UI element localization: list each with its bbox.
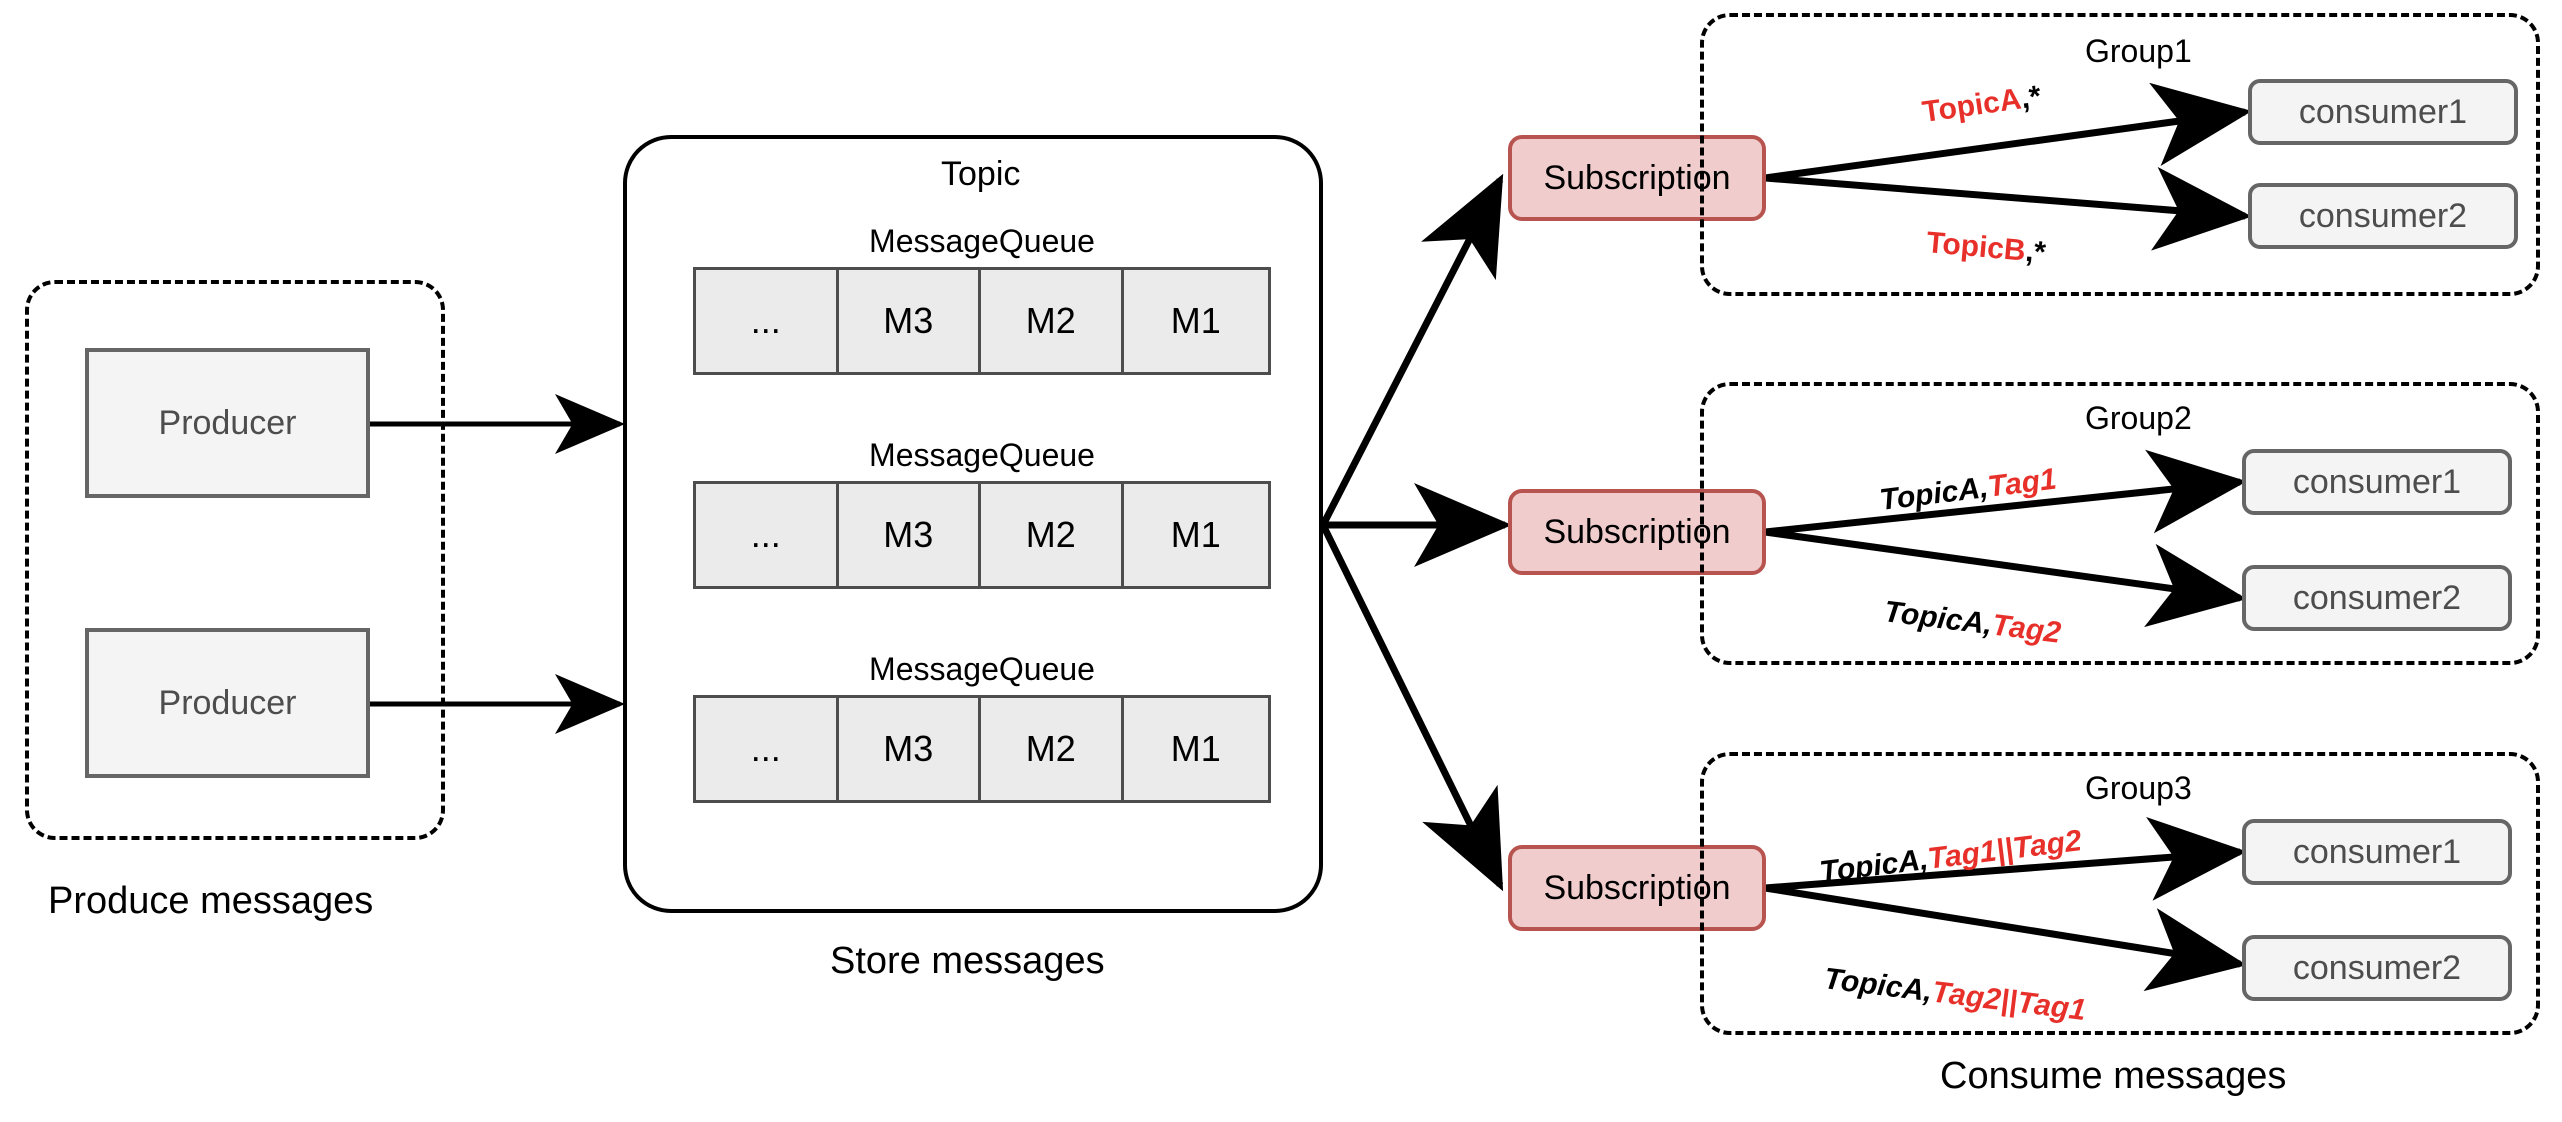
message-cell: M2 [981, 484, 1124, 586]
group-title-1: Group1 [2085, 33, 2192, 69]
consumer-label: consumer2 [2292, 578, 2462, 617]
consumer-group-2 [1700, 382, 2540, 665]
edge-label-suffix: Tag2 [1990, 608, 2063, 650]
produce-messages-group [25, 280, 445, 840]
producer-box-2[interactable]: Producer [85, 628, 370, 778]
consumer-label: consumer1 [2292, 832, 2462, 871]
consumer-label: consumer2 [2292, 948, 2462, 987]
message-cell: M3 [839, 270, 982, 372]
message-cell: M2 [981, 698, 1124, 800]
message-queue-2: MessageQueue ... M3 M2 M1 [693, 437, 1271, 589]
producer-label: Producer [158, 683, 297, 722]
message-queue-cells: ... M3 M2 M1 [693, 695, 1271, 803]
edge-topic-to-subscription3 [1319, 523, 1504, 892]
message-cell: M1 [1170, 728, 1221, 769]
subscription-box-group1[interactable]: Subscription [1508, 135, 1766, 221]
edge-label-suffix: Tag1 [1985, 462, 2059, 504]
message-cell: ... [696, 484, 839, 586]
subscription-label: Subscription [1543, 512, 1731, 551]
consumer-box-group2-2[interactable]: consumer2 [2242, 565, 2512, 631]
consumer-box-group1-1[interactable]: consumer1 [2248, 79, 2518, 145]
consumer-box-group1-2[interactable]: consumer2 [2248, 183, 2518, 249]
message-cell: M3 [839, 484, 982, 586]
message-queue-cells: ... M3 M2 M1 [693, 267, 1271, 375]
consumer-box-group3-1[interactable]: consumer1 [2242, 819, 2512, 885]
message-cell: M1 [1170, 300, 1221, 341]
message-queue-title: MessageQueue [869, 651, 1095, 687]
consumer-box-group2-1[interactable]: consumer1 [2242, 449, 2512, 515]
consumer-label: consumer2 [2298, 196, 2468, 235]
produce-messages-caption: Produce messages [48, 880, 374, 922]
topic-title: Topic [941, 155, 1021, 193]
message-queue-3: MessageQueue ... M3 M2 M1 [693, 651, 1271, 803]
message-cell: ... [696, 270, 839, 372]
subscription-box-group3[interactable]: Subscription [1508, 845, 1766, 931]
message-cell: ... [696, 698, 839, 800]
message-queue-cells: ... M3 M2 M1 [693, 481, 1271, 589]
message-queue-title: MessageQueue [869, 223, 1095, 259]
message-cell: M1 [1170, 514, 1221, 555]
subscription-label: Subscription [1543, 868, 1731, 907]
message-queue-title: MessageQueue [869, 437, 1095, 473]
group-title-2: Group2 [2085, 400, 2192, 436]
producer-box-1[interactable]: Producer [85, 348, 370, 498]
subscription-box-group2[interactable]: Subscription [1508, 489, 1766, 575]
group-title-3: Group3 [2085, 770, 2192, 806]
consumer-label: consumer1 [2298, 92, 2468, 131]
message-cell: M2 [981, 270, 1124, 372]
producer-label: Producer [158, 403, 297, 442]
consumer-group-1 [1700, 13, 2540, 296]
consumer-group-3 [1700, 752, 2540, 1035]
consumer-box-group3-2[interactable]: consumer2 [2242, 935, 2512, 1001]
edge-topic-to-subscription1 [1319, 173, 1504, 527]
message-cell: M3 [839, 698, 982, 800]
consumer-label: consumer1 [2292, 462, 2462, 501]
subscription-label: Subscription [1543, 158, 1731, 197]
store-messages-caption: Store messages [830, 940, 1105, 982]
consume-messages-caption: Consume messages [1940, 1055, 2287, 1097]
message-queue-1: MessageQueue ... M3 M2 M1 [693, 223, 1271, 375]
